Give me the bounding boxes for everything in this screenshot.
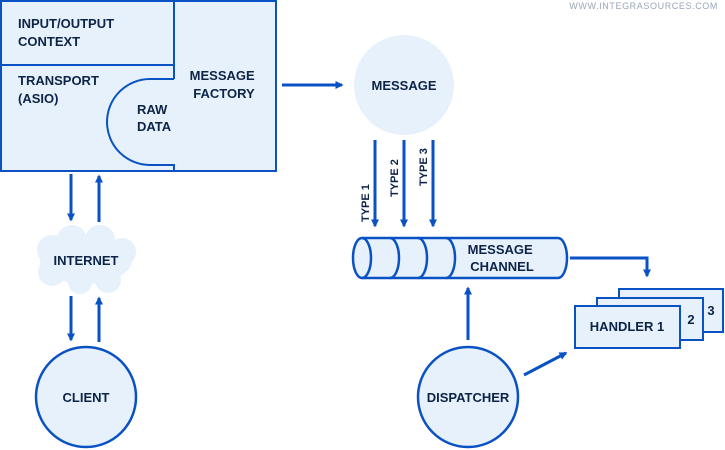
internet-label: INTERNET [54, 253, 119, 268]
handler-1-label: HANDLER 1 [590, 319, 664, 334]
raw-data-label: RAW DATA [137, 102, 172, 134]
type-3-label: TYPE 3 [418, 148, 430, 186]
handler-2-label: 2 [687, 312, 694, 327]
message-channel [351, 236, 569, 280]
type-2-label: TYPE 2 [389, 159, 401, 197]
watermark: WWW.INTEGRASOURCES.COM [569, 1, 718, 11]
client-label: CLIENT [63, 390, 110, 405]
client-node [34, 345, 138, 449]
channel-to-handlers-arrow [570, 256, 651, 278]
dispatcher-node [416, 345, 520, 449]
message-node [354, 35, 454, 135]
io-context-label: INPUT/OUTPUT CONTEXT [18, 16, 118, 49]
message-channel-label: MESSAGE CHANNEL [468, 242, 537, 274]
message-label: MESSAGE [371, 78, 436, 93]
dispatcher-to-handlers-arrow [523, 351, 568, 377]
internet-cloud [37, 225, 136, 294]
transport-label: TRANSPORT (ASIO) [18, 73, 103, 106]
type-1-label: TYPE 1 [360, 184, 372, 222]
dispatcher-label: DISPATCHER [427, 390, 510, 405]
message-factory-label: MESSAGE FACTORY [190, 68, 259, 101]
handlers-stack [574, 288, 724, 349]
server-box [0, 0, 277, 172]
handler-3-label: 3 [707, 303, 714, 318]
